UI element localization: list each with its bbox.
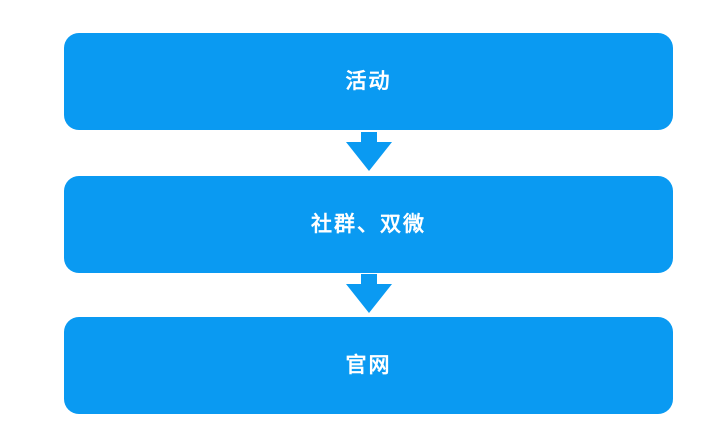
flow-node-website-label: 官网 xyxy=(345,354,392,377)
down-arrow-stem xyxy=(360,132,377,142)
down-arrow-icon xyxy=(345,132,392,171)
down-arrow-head xyxy=(345,284,392,313)
flow-node-activity-label: 活动 xyxy=(345,70,392,93)
down-arrow-head xyxy=(345,142,392,171)
flow-node-community-label: 社群、双微 xyxy=(311,213,426,236)
flow-node-website: 官网 xyxy=(64,317,673,414)
flow-node-activity: 活动 xyxy=(64,33,673,130)
down-arrow-stem xyxy=(360,274,377,284)
down-arrow-icon xyxy=(345,274,392,313)
flow-node-community: 社群、双微 xyxy=(64,176,673,273)
